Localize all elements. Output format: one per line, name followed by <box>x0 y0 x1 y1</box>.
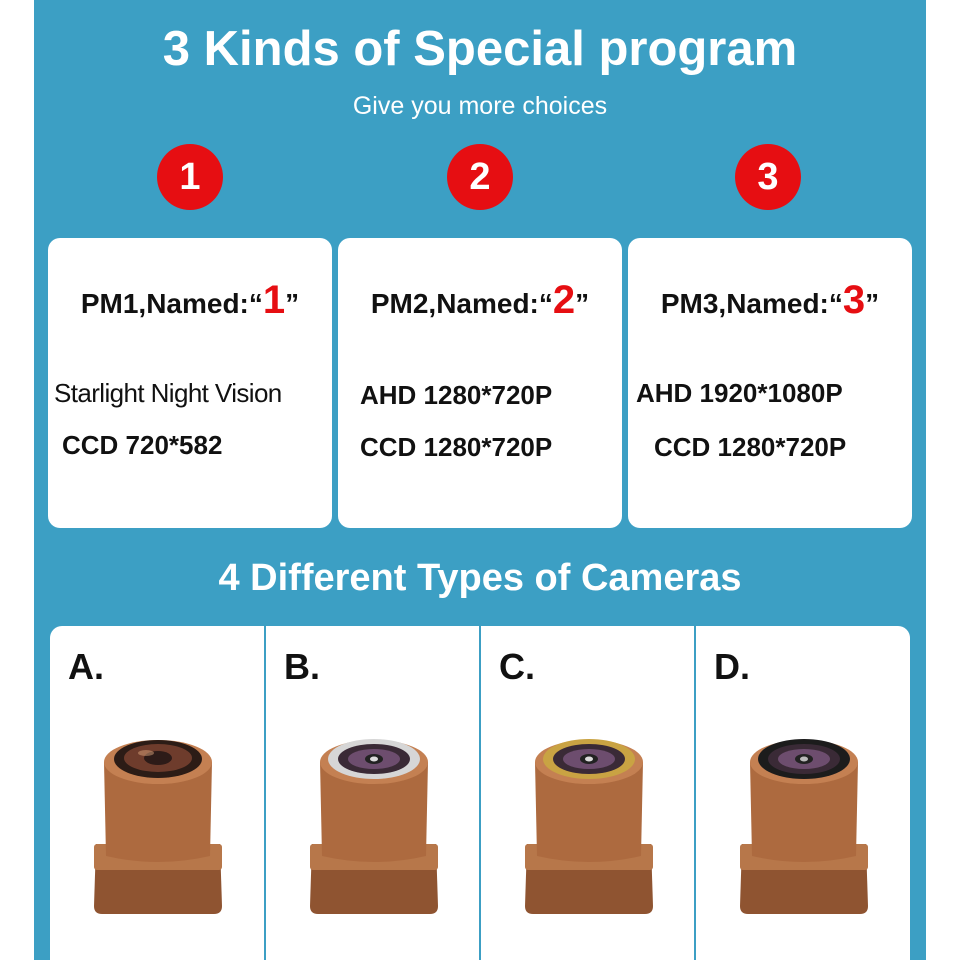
program-number: 2 <box>552 278 576 322</box>
program-spec-2: CCD 1280*720P <box>654 432 847 462</box>
program-name: PM2,Named:“2” <box>338 278 622 323</box>
program-spec-1: AHD 1280*720P <box>360 380 553 410</box>
cell-divider <box>264 626 266 960</box>
program-card-2: PM2,Named:“2” AHD 1280*720P CCD 1280*720… <box>338 238 622 528</box>
content-panel: 3 Kinds of Special program Give you more… <box>34 0 926 960</box>
program-name-suffix: ” <box>285 288 300 319</box>
program-name: PM1,Named:“1” <box>48 278 332 323</box>
camera-label: D. <box>714 646 750 687</box>
cell-divider <box>479 626 481 960</box>
program-name-prefix: PM1,Named:“ <box>80 288 263 319</box>
camera-cell-a: A. <box>50 626 264 960</box>
camera-c-icon <box>525 739 653 914</box>
program-spec-1: Starlight Night Vision <box>54 378 282 408</box>
program-spec-2: CCD 1280*720P <box>360 432 553 462</box>
camera-cell-d: D. <box>696 626 910 960</box>
page-subtitle: Give you more choices <box>352 92 608 120</box>
program-name-suffix: ” <box>575 288 590 319</box>
camera-cell-c: C. <box>481 626 695 960</box>
program-spec-1: AHD 1920*1080P <box>636 378 843 408</box>
program-name-suffix: ” <box>865 288 880 319</box>
program-spec-2: CCD 720*582 <box>62 430 223 460</box>
camera-cell-b: B. <box>266 626 480 960</box>
program-badge-3: 3 <box>735 144 801 210</box>
camera-label: A. <box>68 646 104 687</box>
program-badge-1: 1 <box>157 144 223 210</box>
program-name: PM3,Named:“3” <box>628 278 912 323</box>
program-name-prefix: PM2,Named:“ <box>370 288 553 319</box>
camera-d-icon <box>740 739 868 914</box>
camera-a-icon <box>94 740 222 914</box>
program-card-3: PM3,Named:“3” AHD 1920*1080P CCD 1280*72… <box>628 238 912 528</box>
cell-divider <box>694 626 696 960</box>
program-badge-2: 2 <box>447 144 513 210</box>
cameras-heading: 4 Different Types of Cameras <box>218 557 742 599</box>
camera-b-icon <box>310 739 438 914</box>
program-number: 1 <box>262 278 286 322</box>
program-name-prefix: PM3,Named:“ <box>660 288 843 319</box>
program-number: 3 <box>842 278 866 322</box>
page-title: 3 Kinds of Special program <box>162 22 798 76</box>
camera-strip: A. B. <box>50 626 910 960</box>
camera-label: C. <box>499 646 535 687</box>
camera-label: B. <box>284 646 320 687</box>
program-card-1: PM1,Named:“1” Starlight Night Vision CCD… <box>48 238 332 528</box>
